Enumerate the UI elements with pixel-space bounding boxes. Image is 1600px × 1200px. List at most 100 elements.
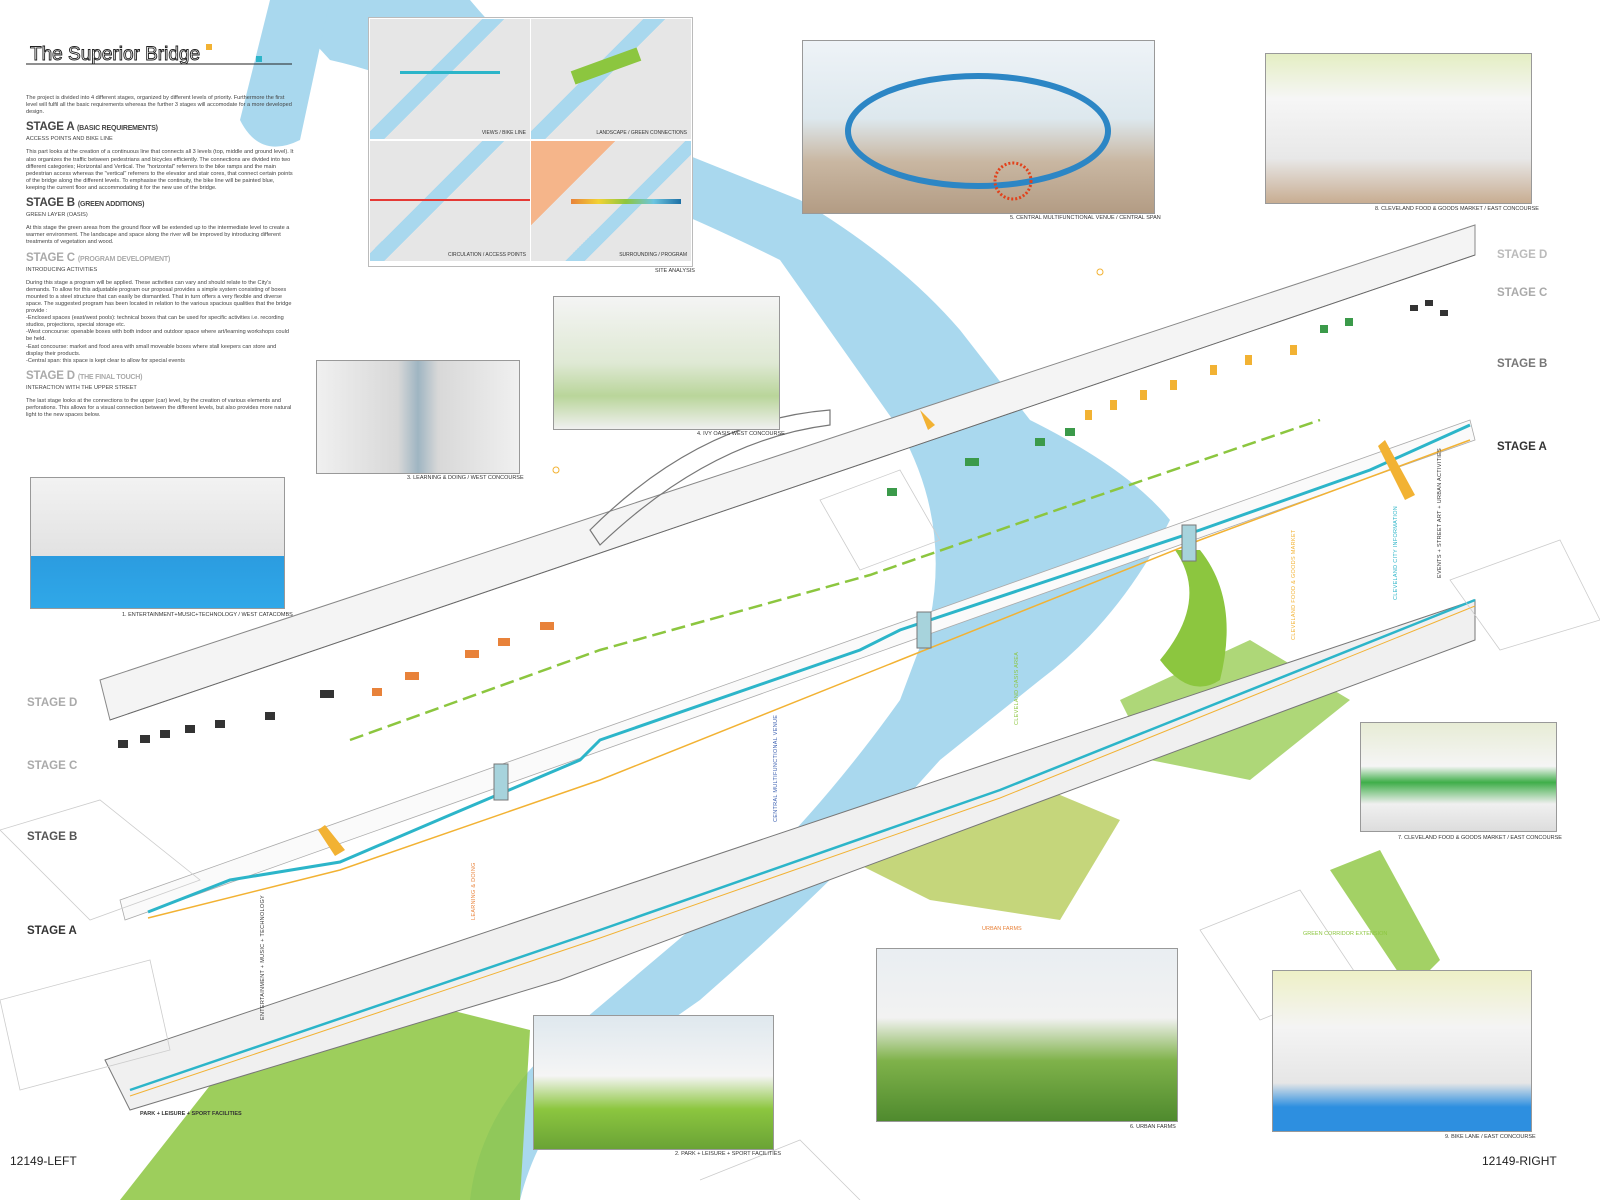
stage-d-subheading: INTERACTION WITH THE UPPER STREET xyxy=(26,384,137,391)
render-learning-doing xyxy=(316,360,520,474)
stage-c-subheading: INTRODUCING ACTIVITIES xyxy=(26,266,98,273)
heading-text: STAGE B xyxy=(26,197,75,210)
ramp xyxy=(318,825,345,856)
heading-subtitle: (GREEN ADDITIONS) xyxy=(77,201,145,209)
stage-label-left-b: STAGE B xyxy=(27,831,78,843)
stage-c-list-item: -West concourse: openable boxes with bot… xyxy=(26,329,289,343)
caption: 2. PARK + LEISURE + SPORT FACILITIES xyxy=(675,1151,782,1157)
footer-left: 12149-LEFT xyxy=(10,1154,77,1168)
stage-label-left-d: STAGE D xyxy=(27,697,78,709)
building-outlines xyxy=(0,469,1600,1200)
stage-a-subheading: ACCESS POINTS AND BIKE LINE xyxy=(26,136,113,143)
caption: 5. CENTRAL MULTIFUNCTIONAL VENUE / CENTR… xyxy=(1010,215,1161,221)
heading-subtitle: (BASIC REQUIREMENTS) xyxy=(77,125,158,133)
stage-c-list-item: -East concourse: market and food area wi… xyxy=(26,343,277,357)
program-boxes xyxy=(118,300,1448,748)
elevator-core xyxy=(916,611,932,649)
ped-line-upper xyxy=(147,439,1471,919)
label-green-corridor: GREEN CORRIDOR EXTENSION xyxy=(1303,931,1388,937)
bike-line-ground xyxy=(129,598,1476,1092)
stage-c-list-item: -Enclosed spaces (east/west pools): tech… xyxy=(26,315,284,329)
render-ivy-oasis xyxy=(553,296,780,430)
render-central-venue xyxy=(802,40,1155,214)
elevator-core xyxy=(493,763,509,801)
program-boxes-green xyxy=(887,318,1353,496)
heading-text: STAGE C xyxy=(26,251,75,264)
render-food-market-8 xyxy=(1265,53,1532,204)
corridor-green xyxy=(1330,850,1440,990)
stage-b-body: At this stage the green areas from the g… xyxy=(26,225,290,246)
stage-label-right-a: STAGE A xyxy=(1497,441,1547,453)
stage-d-body: The last stage looks at the connections … xyxy=(26,398,292,419)
stage-label-left-c: STAGE C xyxy=(27,760,78,772)
stage-label-right-b: STAGE B xyxy=(1497,358,1548,370)
caption: 9. BIKE LANE / EAST CONCOURSE xyxy=(1445,1134,1536,1140)
river-left xyxy=(240,0,330,147)
stage-a-body: This part looks at the creation of a con… xyxy=(26,149,294,191)
bike-line-upper xyxy=(147,423,1471,914)
caption: 4. IVY OASIS WEST CONCOURSE xyxy=(697,431,785,437)
green-layer xyxy=(349,418,1321,742)
map-label: VIEWS / BIKE LINE xyxy=(481,130,526,136)
map-label: SURROUNDING / PROGRAM xyxy=(619,252,687,258)
heading-subtitle: (PROGRAM DEVELOPMENT) xyxy=(77,255,171,263)
label-learning: LEARNING & DOING xyxy=(471,862,477,920)
label-market: CLEVELAND FOOD & GOODS MARKET xyxy=(1291,529,1297,640)
map-landscape-green: LANDSCAPE / GREEN CONNECTIONS xyxy=(531,19,691,139)
label-central-venue: CENTRAL MULTIFUNCTIONAL VENUE xyxy=(773,714,779,822)
render-park-leisure xyxy=(533,1015,774,1150)
label-entertainment: ENTERTAINMENT + MUSIC + TECHNOLOGY xyxy=(260,894,266,1020)
caption: 6. URBAN FARMS xyxy=(1130,1124,1176,1130)
label-urban-farms: URBAN FARMS xyxy=(982,926,1022,932)
map-views-bike-line: VIEWS / BIKE LINE xyxy=(370,19,530,139)
green-s xyxy=(1160,550,1227,687)
farm-green xyxy=(850,770,1120,920)
stage-c-list-item: -Central span: this space is kept clear … xyxy=(26,357,185,364)
caption: 7. CLEVELAND FOOD & GOODS MARKET / EAST … xyxy=(1398,835,1562,841)
title-logo: The Superior Bridge xyxy=(26,44,292,65)
program-boxes-yellow xyxy=(1085,345,1297,420)
footer-right: 12149-RIGHT xyxy=(1482,1154,1557,1168)
program-boxes-orange xyxy=(372,622,554,696)
caption: 3. LEARNING & DOING / WEST CONCOURSE xyxy=(407,475,524,481)
pointer-marker xyxy=(552,466,560,474)
elevator-core xyxy=(1181,524,1197,562)
stage-b-heading: STAGE B (GREEN ADDITIONS) xyxy=(26,197,294,210)
project-description: The project is divided into 4 different … xyxy=(26,95,294,425)
heading-text: STAGE A xyxy=(26,121,75,134)
stage-b-subheading: GREEN LAYER (OASIS) xyxy=(26,212,88,219)
render-food-market-7 xyxy=(1360,722,1557,832)
ped-line-ground xyxy=(129,605,1476,1097)
label-events: EVENTS + STREET ART + URBAN ACTIVITIES xyxy=(1437,448,1443,578)
upper-deck xyxy=(99,224,1476,721)
truss-bridge xyxy=(589,409,831,546)
render-bike-lane-east xyxy=(1272,970,1532,1132)
heading-subtitle: (THE FINAL TOUCH) xyxy=(77,373,143,381)
map-surrounding-program: SURROUNDING / PROGRAM xyxy=(531,141,691,261)
label-park: PARK + LEISURE + SPORT FACILITIES xyxy=(140,1111,242,1117)
ramp xyxy=(920,410,935,430)
stage-a-heading: STAGE A (BASIC REQUIREMENTS) xyxy=(26,121,294,134)
stage-c-heading: STAGE C (PROGRAM DEVELOPMENT) xyxy=(26,251,294,264)
map-circulation-access: CIRCULATION / ACCESS POINTS xyxy=(370,141,530,261)
intro-text: The project is divided into 4 different … xyxy=(26,95,292,116)
site-analysis-caption: SITE ANALYSIS xyxy=(655,268,695,274)
stage-d-heading: STAGE D (THE FINAL TOUCH) xyxy=(26,369,294,382)
label-oasis: CLEVELAND OASIS AREA xyxy=(1014,651,1020,725)
stage-label-left-a: STAGE A xyxy=(27,925,77,937)
ramp xyxy=(1378,440,1415,500)
site-analysis-maps: VIEWS / BIKE LINE LANDSCAPE / GREEN CONN… xyxy=(368,17,693,267)
render-urban-farms xyxy=(876,948,1178,1122)
map-label: CIRCULATION / ACCESS POINTS xyxy=(448,252,526,258)
middle-level xyxy=(119,419,1476,921)
park-green xyxy=(120,1008,530,1200)
caption: 8. CLEVELAND FOOD & GOODS MARKET / EAST … xyxy=(1375,206,1539,212)
upper-deck-lower-edge xyxy=(109,254,1476,721)
stage-label-right-c: STAGE C xyxy=(1497,287,1548,299)
stage-c-body: During this stage a program will be appl… xyxy=(26,279,292,315)
label-city-information: CLEVELAND CITY INFORMATION xyxy=(1393,505,1399,600)
render-entertainment-west-catacombs xyxy=(30,477,285,609)
map-label: LANDSCAPE / GREEN CONNECTIONS xyxy=(596,130,687,136)
heading-text: STAGE D xyxy=(26,369,75,382)
